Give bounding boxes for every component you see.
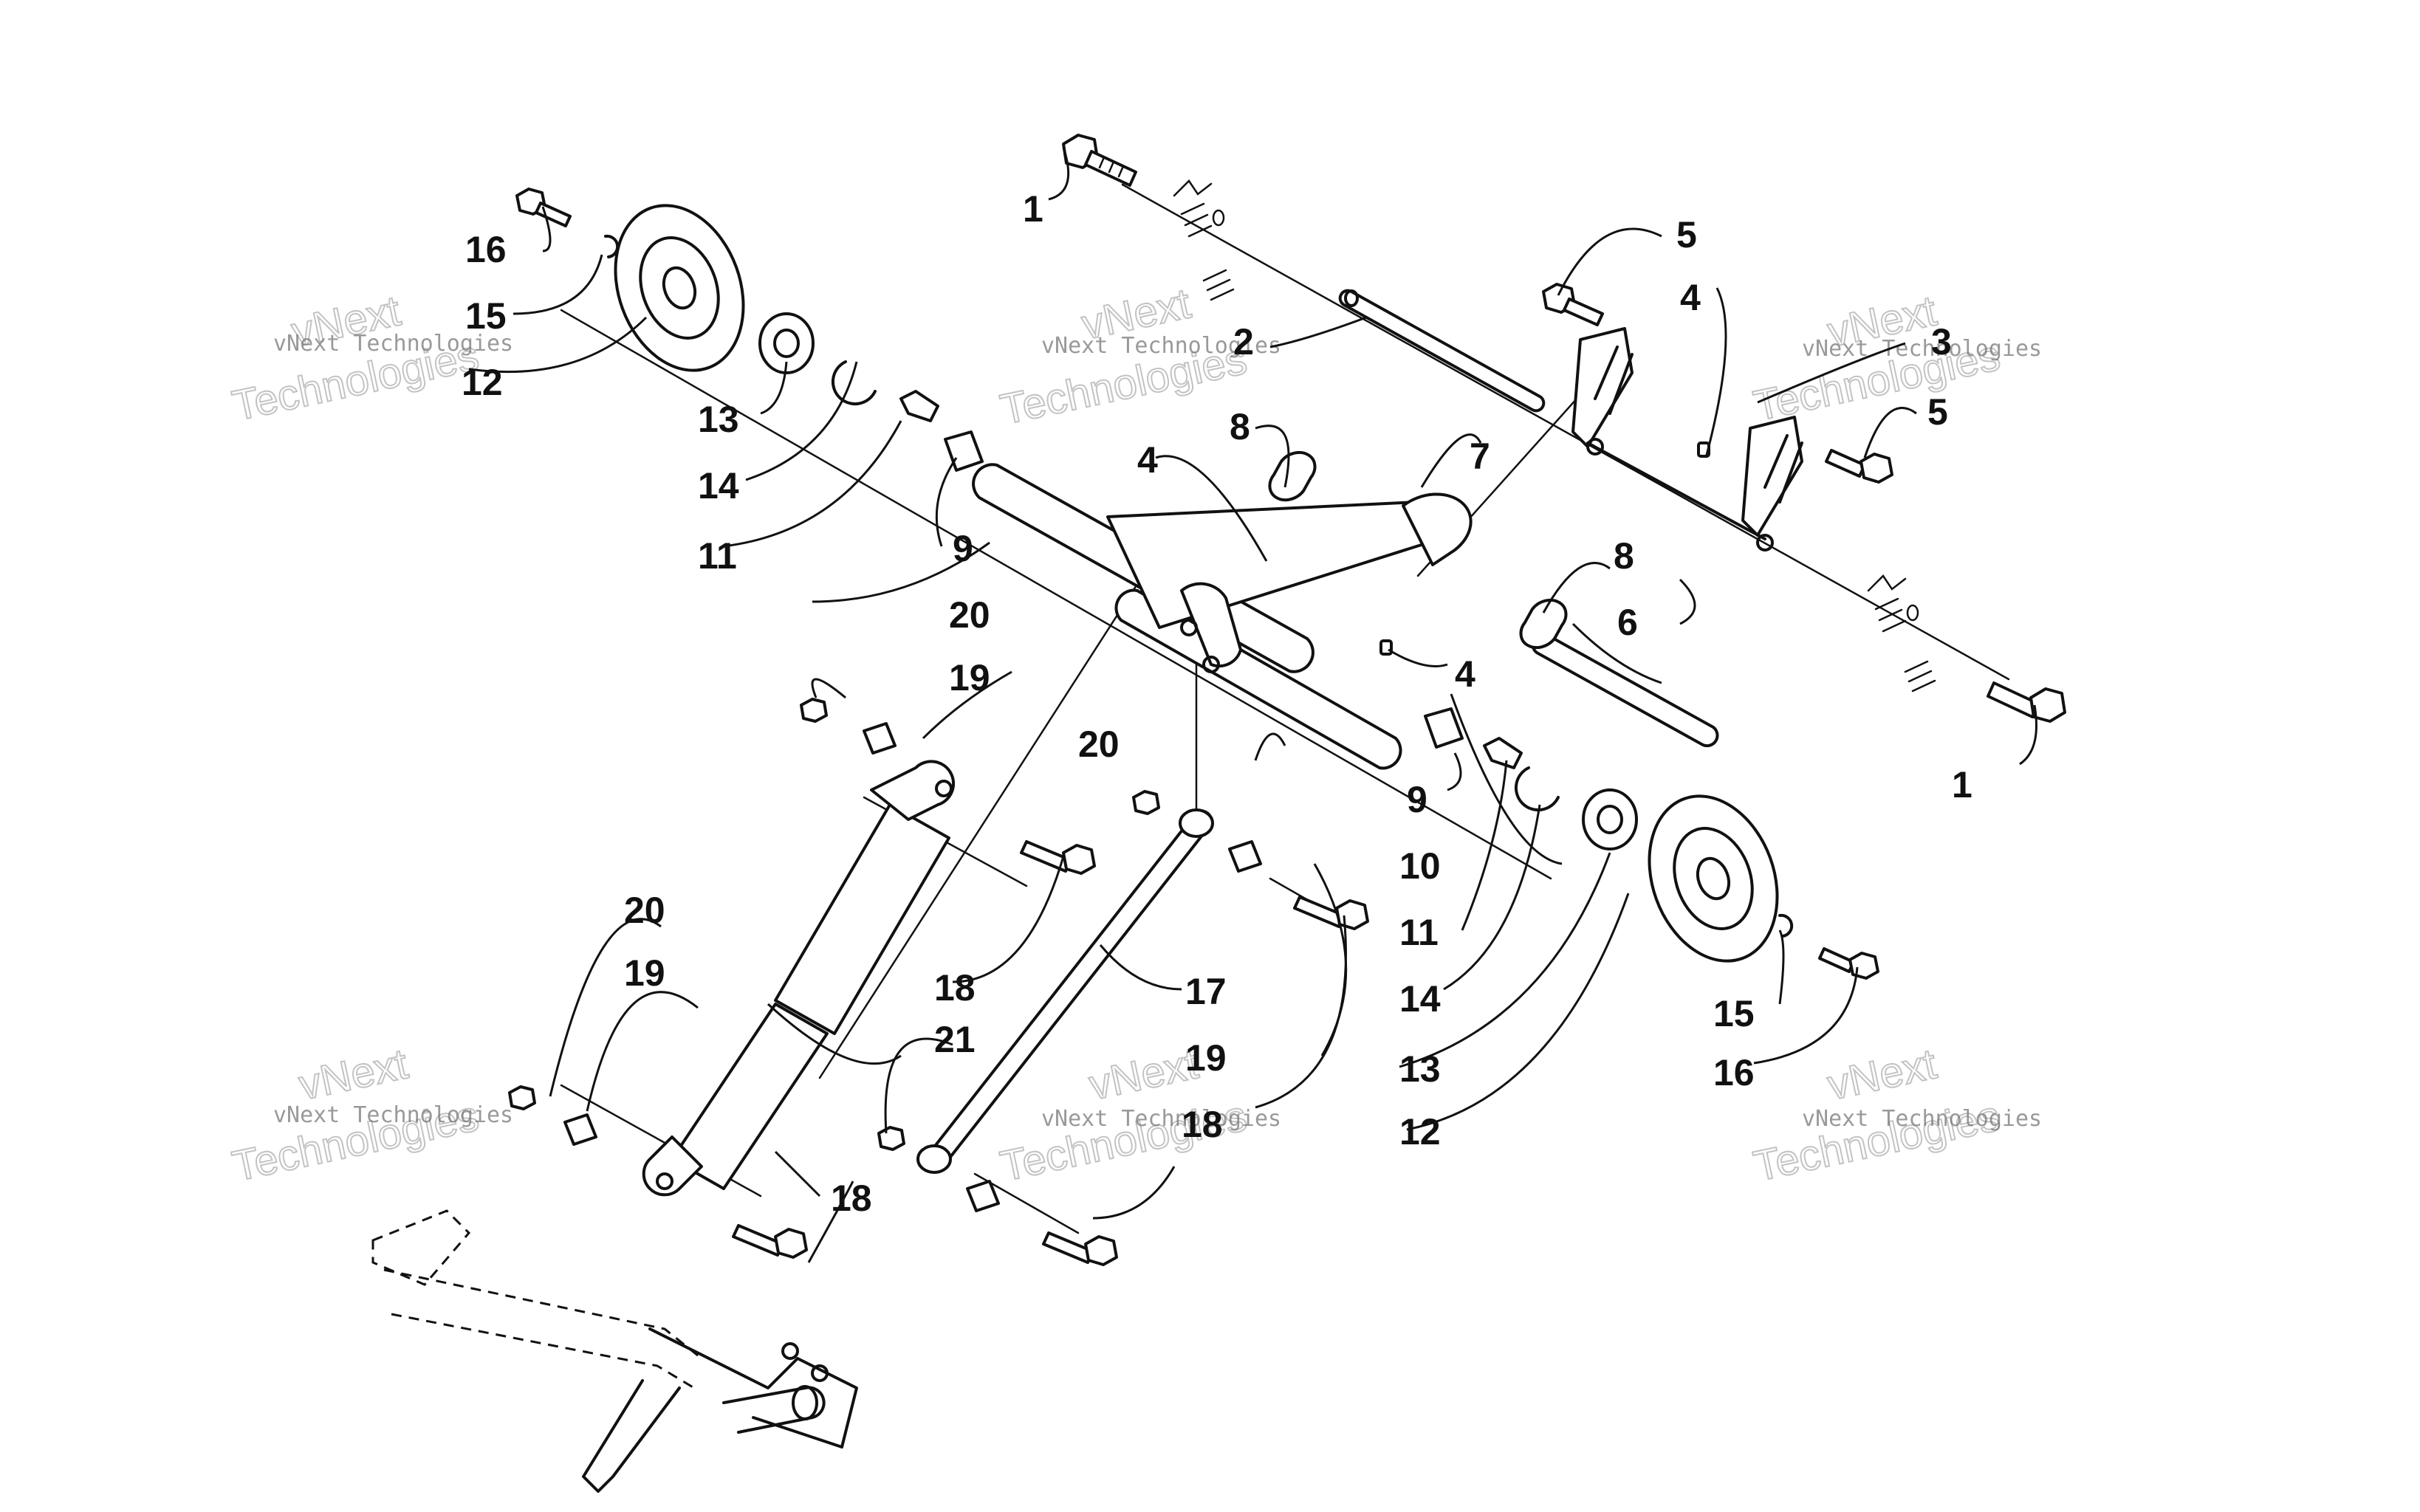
callout-4: 4 — [1137, 439, 1158, 481]
spacer-19-upper — [863, 722, 897, 755]
swing-arm-7 — [972, 463, 1473, 770]
frame-section — [371, 1209, 858, 1493]
bracket-3 — [1571, 327, 1803, 551]
bolt-18-link — [1293, 896, 1369, 930]
callout-16: 16 — [1713, 1052, 1755, 1093]
nut-20-bottom — [877, 1126, 905, 1151]
ring-14-right — [1514, 766, 1560, 812]
watermark-text: vNext Technologies — [1802, 336, 2042, 362]
frame-break-top — [1173, 179, 1235, 301]
leader-lines — [468, 147, 2037, 1263]
watermark-bottom-left: vNext Technologies vNext Technologies — [227, 1039, 513, 1191]
callout-4: 4 — [1455, 653, 1475, 695]
callout-19: 19 — [949, 657, 990, 698]
clip-15-right — [1778, 913, 1794, 938]
bolt-5-right — [1825, 449, 1893, 484]
callout-17: 17 — [1185, 971, 1227, 1012]
callout-20: 20 — [949, 594, 990, 636]
callout-5: 5 — [1927, 391, 1948, 433]
callout-2: 2 — [1233, 321, 1254, 362]
wheel-12-left — [614, 204, 745, 372]
watermark-brand: vNext — [1085, 1040, 1202, 1109]
callout-3: 3 — [1931, 321, 1952, 362]
bearing-13-left — [758, 312, 815, 374]
nut-20-lower — [508, 1085, 536, 1110]
bolt-16-left — [515, 188, 572, 227]
callout-9: 9 — [953, 528, 973, 569]
link-17 — [916, 808, 1214, 1174]
clip-11-left — [899, 390, 939, 422]
callout-4: 4 — [1680, 277, 1701, 318]
grease-fitting-4-lower — [1379, 639, 1393, 656]
callout-20: 20 — [1078, 724, 1120, 765]
bearing-13-right — [1582, 788, 1638, 850]
bolt-18-bottom — [1042, 1231, 1118, 1266]
watermark-bottom-right: vNext Technologies vNext Technologies — [1749, 1039, 2042, 1191]
callout-20: 20 — [624, 890, 665, 931]
callout-10: 10 — [1399, 845, 1441, 887]
spacer-9-right — [1424, 707, 1464, 749]
callout-19: 19 — [1185, 1037, 1227, 1079]
callout-12: 12 — [1399, 1111, 1441, 1152]
bolt-18-lower — [732, 1224, 808, 1259]
wheel-12-right — [1648, 794, 1779, 963]
callout-18: 18 — [831, 1178, 872, 1219]
callout-13: 13 — [1399, 1048, 1441, 1090]
nut-20-upper — [800, 698, 828, 723]
watermark-brand: vNext — [295, 1040, 412, 1109]
callout-8: 8 — [1614, 535, 1634, 577]
callout-1: 1 — [1023, 188, 1043, 230]
callout-9: 9 — [1407, 779, 1427, 820]
bolt-1-top — [1062, 134, 1137, 187]
frame-break-right — [1867, 574, 1936, 693]
callout-1: 1 — [1952, 764, 1972, 805]
shock-absorber-21 — [642, 760, 956, 1197]
callout-20: 21 — [934, 1019, 976, 1060]
watermark-text: vNext Technologies — [273, 1102, 513, 1128]
callout-15: 15 — [465, 295, 507, 337]
ring-14-left — [831, 360, 877, 406]
callout-11: 11 — [1399, 912, 1439, 953]
callout-14: 14 — [698, 465, 739, 506]
callout-labels: 1 1 2 3 4 4 4 5 5 6 7 8 8 9 9 10 11 11 1… — [462, 188, 1972, 1219]
bushing-8-top — [1268, 450, 1317, 502]
watermark-text: vNext Technologies — [1802, 1106, 2042, 1132]
callout-8: 8 — [1230, 406, 1250, 447]
bolt-1-right — [1987, 681, 2066, 723]
bolt-16-right — [1818, 947, 1879, 980]
callout-19: 19 — [624, 952, 665, 994]
spacer-19-lower — [563, 1113, 597, 1146]
spacer-19-link — [1228, 840, 1262, 873]
callout-7: 7 — [1470, 436, 1490, 477]
callout-18: 18 — [934, 967, 976, 1008]
callout-14: 14 — [1399, 978, 1441, 1020]
callout-13: 13 — [698, 399, 739, 440]
watermark-text: vNext Technologies — [1041, 333, 1281, 359]
clip-11-right — [1483, 737, 1523, 769]
watermark-bottom-center: vNext Technologies vNext Technologies — [995, 1039, 1281, 1191]
watermark-text: vNext Technologies — [1041, 1106, 1281, 1132]
clip-15-left — [604, 234, 620, 258]
callout-12: 12 — [462, 362, 503, 403]
tube-6 — [1531, 632, 1719, 748]
bolt-5-left — [1542, 283, 1604, 326]
spacer-19-bottom — [966, 1180, 1000, 1212]
watermark-brand: vNext — [1823, 1040, 1941, 1109]
shaft-2 — [1338, 289, 1546, 413]
callout-5: 5 — [1676, 214, 1697, 255]
watermark-text: vNext Technologies — [273, 331, 513, 357]
callout-16: 16 — [465, 229, 507, 270]
callout-15: 15 — [1713, 993, 1755, 1034]
callout-18: 18 — [1182, 1104, 1223, 1145]
callout-11: 11 — [698, 535, 737, 577]
nut-20-link — [1132, 790, 1160, 815]
bolt-18-upper — [1020, 840, 1096, 875]
callout-6: 6 — [1617, 602, 1638, 643]
